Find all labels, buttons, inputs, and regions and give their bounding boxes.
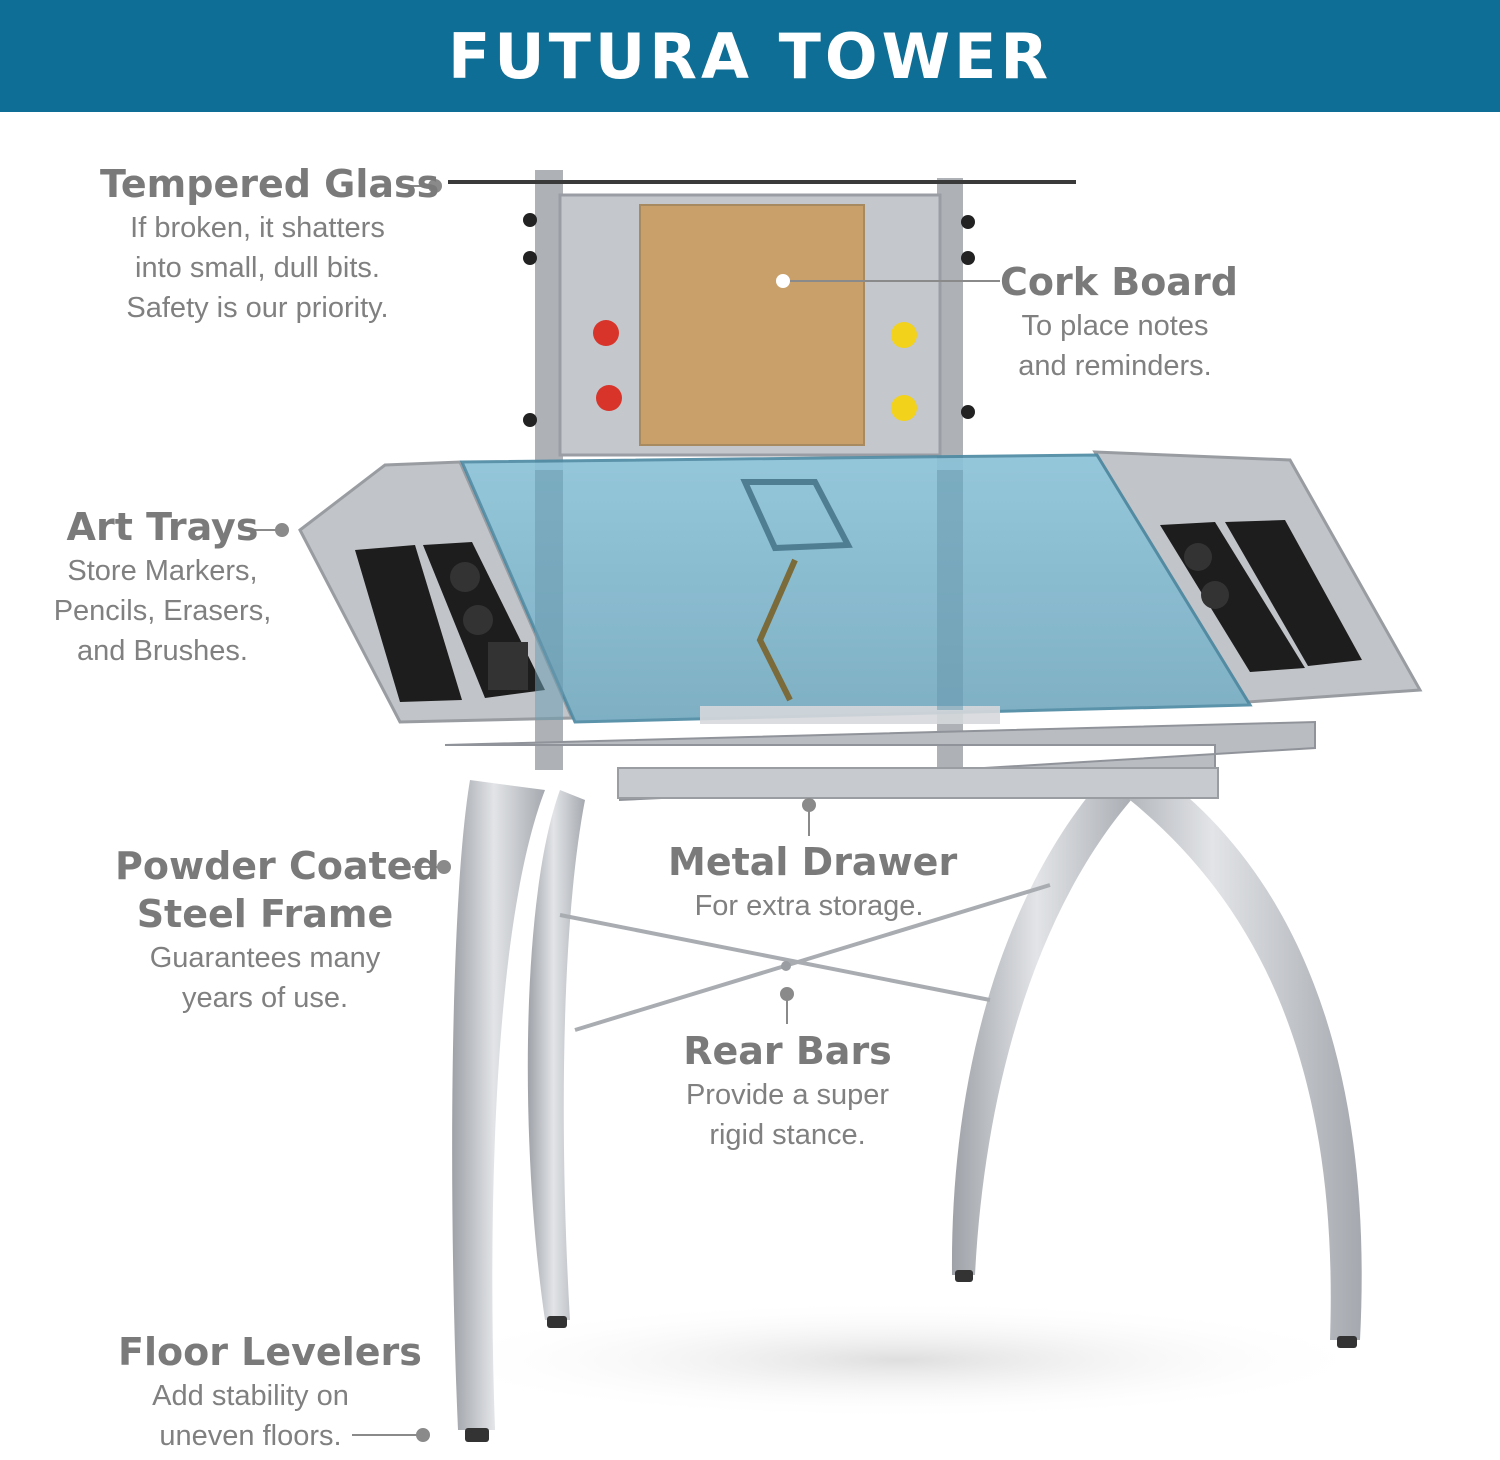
- rear-leg-right: [951, 770, 1140, 1275]
- callout-line: uneven floors.: [159, 1420, 342, 1452]
- rear-bar-joint: [781, 961, 791, 971]
- callout-line: years of use.: [181, 982, 349, 1014]
- front-leg-left: [452, 780, 545, 1430]
- callout-floor-levelers: Floor Levelers Add stability on uneven f…: [118, 1328, 422, 1456]
- callout-title: Cork Board: [1000, 260, 1238, 304]
- callout-title: Rear Bars: [683, 1029, 892, 1073]
- cork-board: [639, 204, 865, 446]
- foot-2: [547, 1316, 567, 1328]
- foot-1: [465, 1428, 489, 1442]
- callout-line: into small, dull bits.: [135, 252, 380, 284]
- callout-title: Steel Frame: [136, 892, 394, 936]
- callout-line: For extra storage.: [694, 890, 924, 922]
- callout-leaders: [250, 179, 1000, 1442]
- rear-bar-1: [559, 913, 991, 1002]
- callout-title: Art Trays: [66, 505, 259, 549]
- callout-line: To place notes: [1021, 310, 1209, 342]
- callout-line: rigid stance.: [709, 1119, 866, 1151]
- floor-shadow: [420, 1300, 1380, 1420]
- callout-powder-coated-frame: Powder Coated Steel Frame Guarantees man…: [115, 842, 440, 1018]
- callout-art-trays: Art Trays Store Markers, Pencils, Eraser…: [45, 503, 280, 671]
- callout-title: Powder Coated: [115, 844, 440, 888]
- callout-title: Floor Levelers: [118, 1330, 422, 1374]
- callout-cork-board: Cork Board To place notes and reminders.: [1000, 258, 1238, 386]
- foot-4: [1337, 1336, 1357, 1348]
- callout-line: Provide a super: [685, 1079, 890, 1111]
- callout-metal-drawer: Metal Drawer For extra storage.: [668, 838, 958, 926]
- rear-bar-2: [574, 883, 1051, 1032]
- foot-3: [955, 1270, 973, 1282]
- callout-title: Metal Drawer: [668, 840, 958, 884]
- page-title: FUTURA TOWER: [447, 19, 1053, 93]
- callout-line: Pencils, Erasers,: [53, 595, 272, 627]
- callout-line: and reminders.: [1018, 350, 1212, 382]
- magnet-yellow-2: [891, 395, 917, 421]
- callout-line: Add stability on: [152, 1380, 349, 1412]
- rear-leg-left: [527, 790, 585, 1320]
- front-leg-right: [1090, 760, 1362, 1340]
- callout-title: Tempered Glass: [100, 162, 440, 206]
- callout-line: Guarantees many: [149, 942, 381, 974]
- callout-tempered-glass: Tempered Glass If broken, it shatters in…: [100, 160, 440, 328]
- magnet-red-1: [593, 320, 619, 346]
- callout-line: Store Markers,: [67, 555, 258, 587]
- magnet-yellow-1: [891, 322, 917, 348]
- title-banner: FUTURA TOWER: [0, 0, 1500, 112]
- callout-line: and Brushes.: [77, 635, 248, 667]
- magnet-red-2: [596, 385, 622, 411]
- callout-line: If broken, it shatters: [130, 212, 385, 244]
- callout-rear-bars: Rear Bars Provide a super rigid stance.: [670, 1027, 905, 1155]
- callout-line: Safety is our priority.: [126, 292, 389, 324]
